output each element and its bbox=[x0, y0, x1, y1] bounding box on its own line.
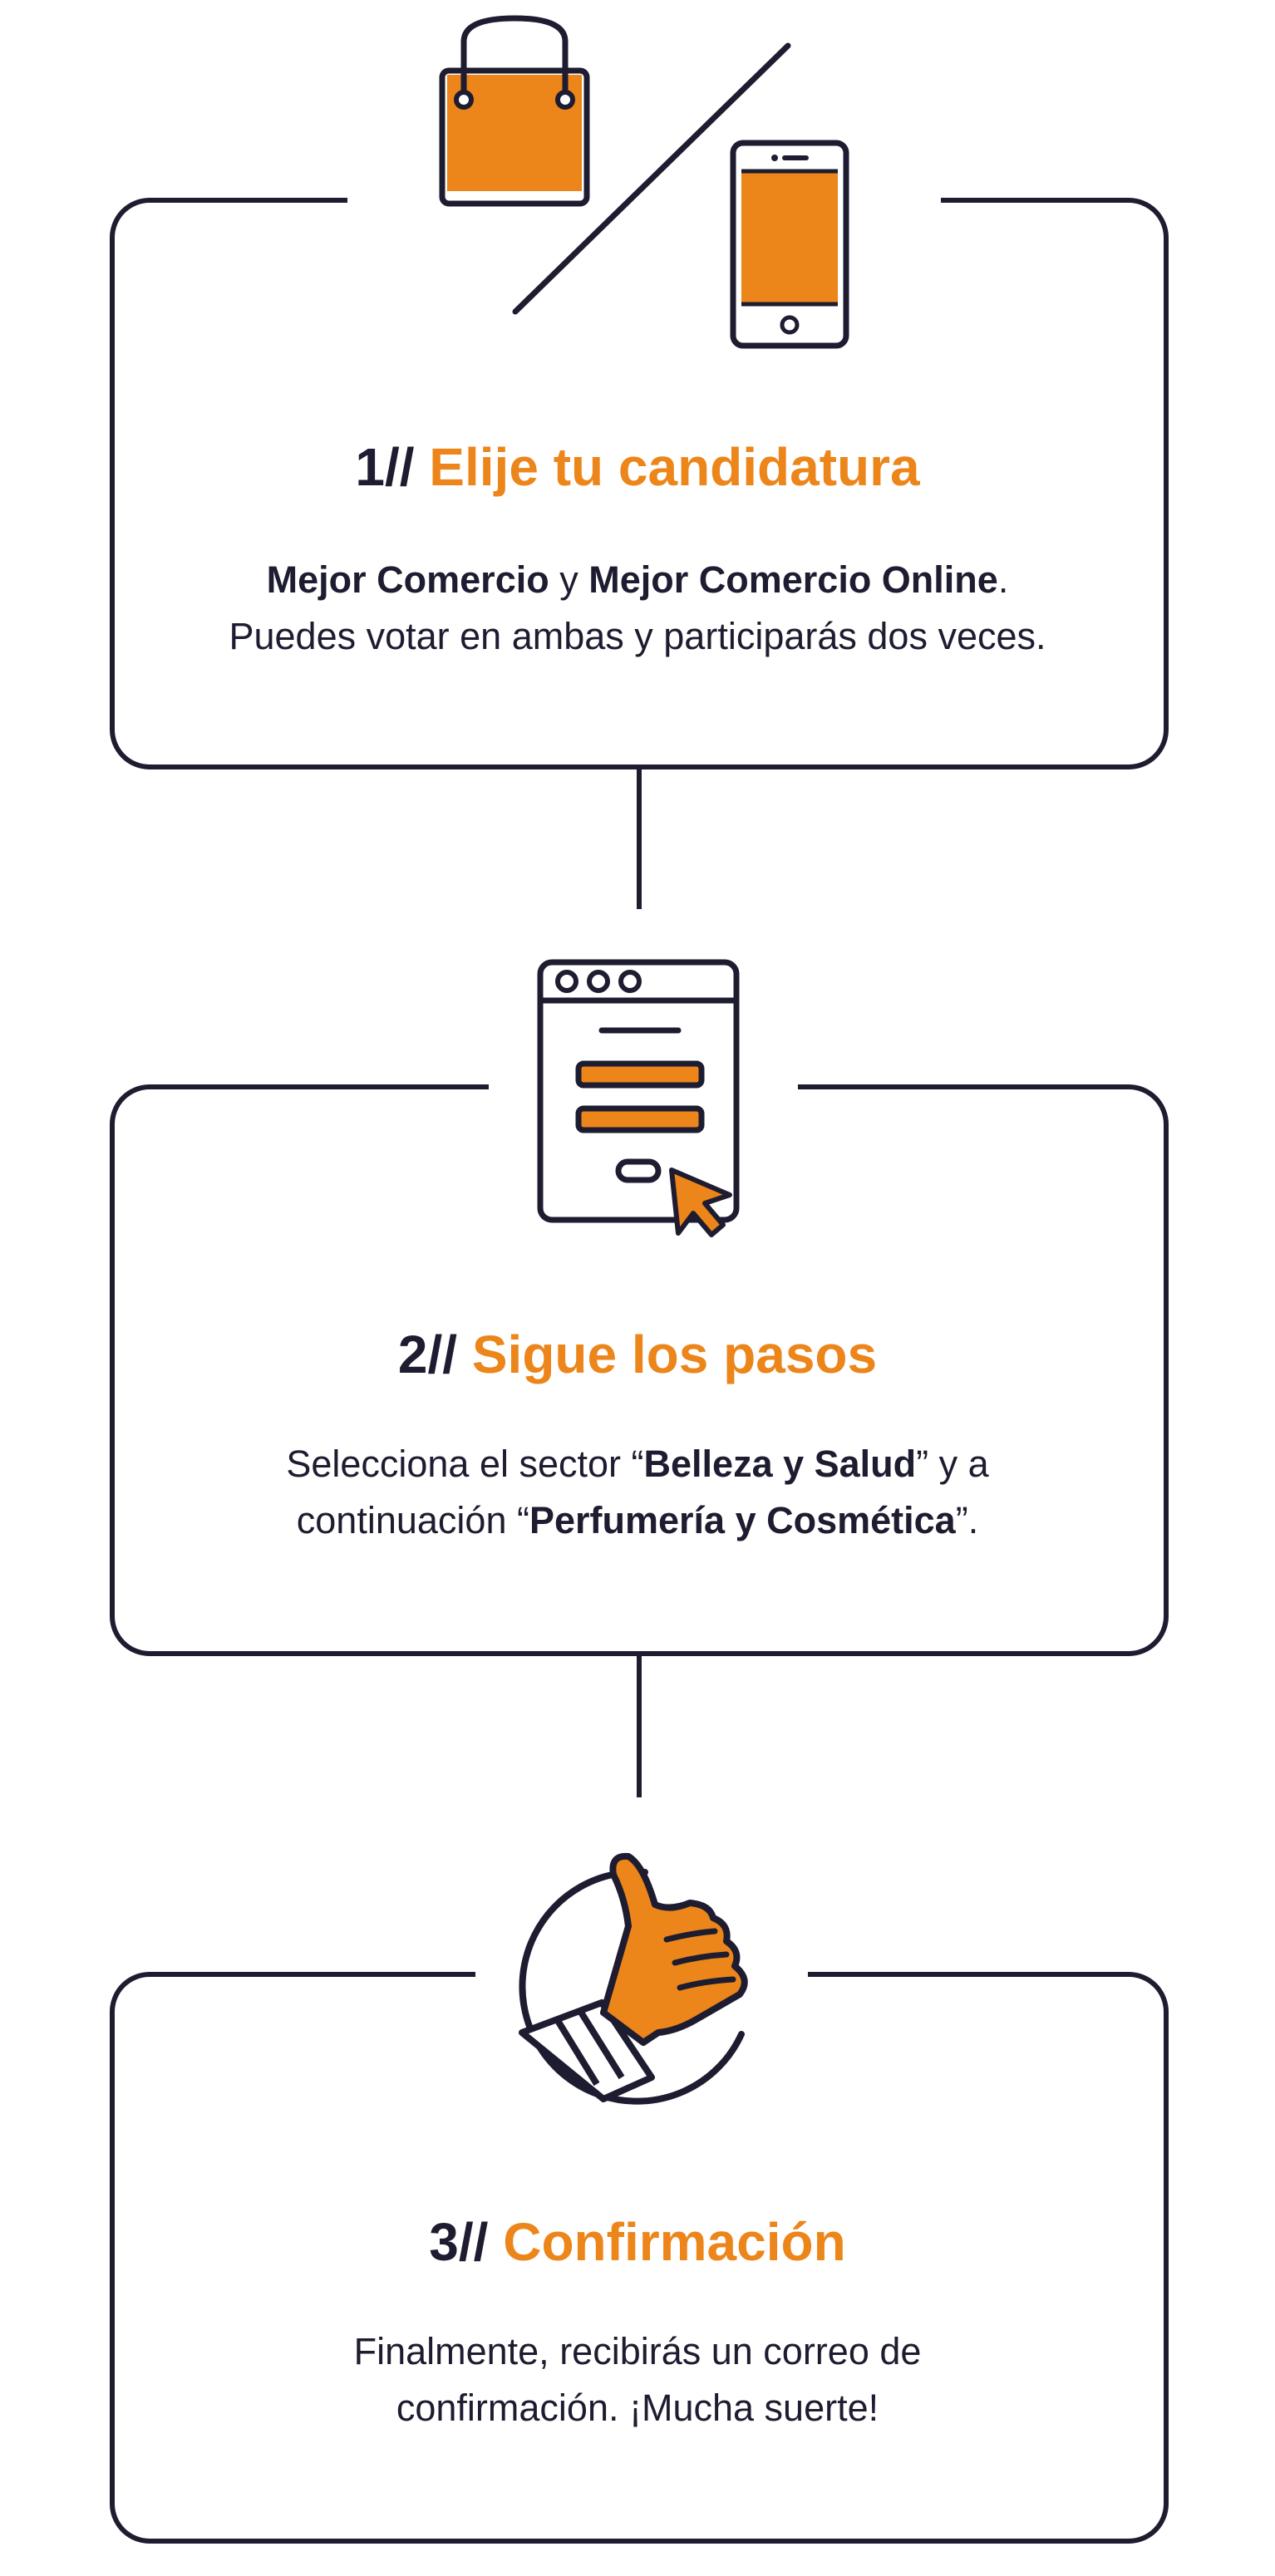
shopping-bag-and-smartphone-icon bbox=[439, 15, 849, 349]
description-line: continuación “Perfumería y Cosmética”. bbox=[0, 1492, 1275, 1549]
text: . bbox=[997, 558, 1009, 601]
connector-line bbox=[637, 1656, 642, 1797]
text: y bbox=[549, 558, 589, 601]
thumbs-up-icon bbox=[519, 1852, 748, 2105]
description-line: confirmación. ¡Mucha suerte! bbox=[396, 2387, 879, 2429]
step-number: 3// bbox=[429, 2212, 489, 2272]
text: Selecciona el sector “ bbox=[286, 1443, 644, 1485]
web-form-cursor-icon bbox=[537, 959, 740, 1237]
description-line: Finalmente, recibirás un correo de bbox=[353, 2330, 922, 2372]
step-2-description: Selecciona el sector “Belleza y Salud” y… bbox=[0, 1436, 1275, 1549]
bold-text: Perfumería y Cosmética bbox=[529, 1499, 956, 1541]
bold-text: Mejor Comercio Online bbox=[588, 558, 998, 601]
step-3-title: 3// Confirmación bbox=[0, 2209, 1275, 2275]
bold-text: Mejor Comercio bbox=[266, 558, 549, 601]
bold-text: Belleza y Salud bbox=[643, 1443, 917, 1485]
step-title-text: Confirmación bbox=[503, 2212, 846, 2272]
step-number: 2// bbox=[397, 1325, 458, 1384]
text: ”. bbox=[955, 1499, 979, 1541]
step-title-text: Elije tu candidatura bbox=[429, 437, 920, 497]
step-1-title: 1// Elije tu candidatura bbox=[0, 434, 1275, 500]
description-line: Mejor Comercio y Mejor Comercio Online. bbox=[0, 552, 1275, 608]
text: continuación “ bbox=[296, 1499, 529, 1541]
step-3-description: Finalmente, recibirás un correo de confi… bbox=[0, 2323, 1275, 2436]
step-title-text: Sigue los pasos bbox=[471, 1325, 878, 1384]
description-line: Puedes votar en ambas y participarás dos… bbox=[229, 615, 1046, 657]
text: ” y a bbox=[916, 1443, 989, 1485]
connector-line bbox=[637, 769, 642, 909]
step-2-title: 2// Sigue los pasos bbox=[0, 1321, 1275, 1388]
description-line: Selecciona el sector “Belleza y Salud” y… bbox=[0, 1436, 1275, 1492]
step-number: 1// bbox=[355, 437, 415, 497]
step-1-description: Mejor Comercio y Mejor Comercio Online. … bbox=[0, 552, 1275, 665]
